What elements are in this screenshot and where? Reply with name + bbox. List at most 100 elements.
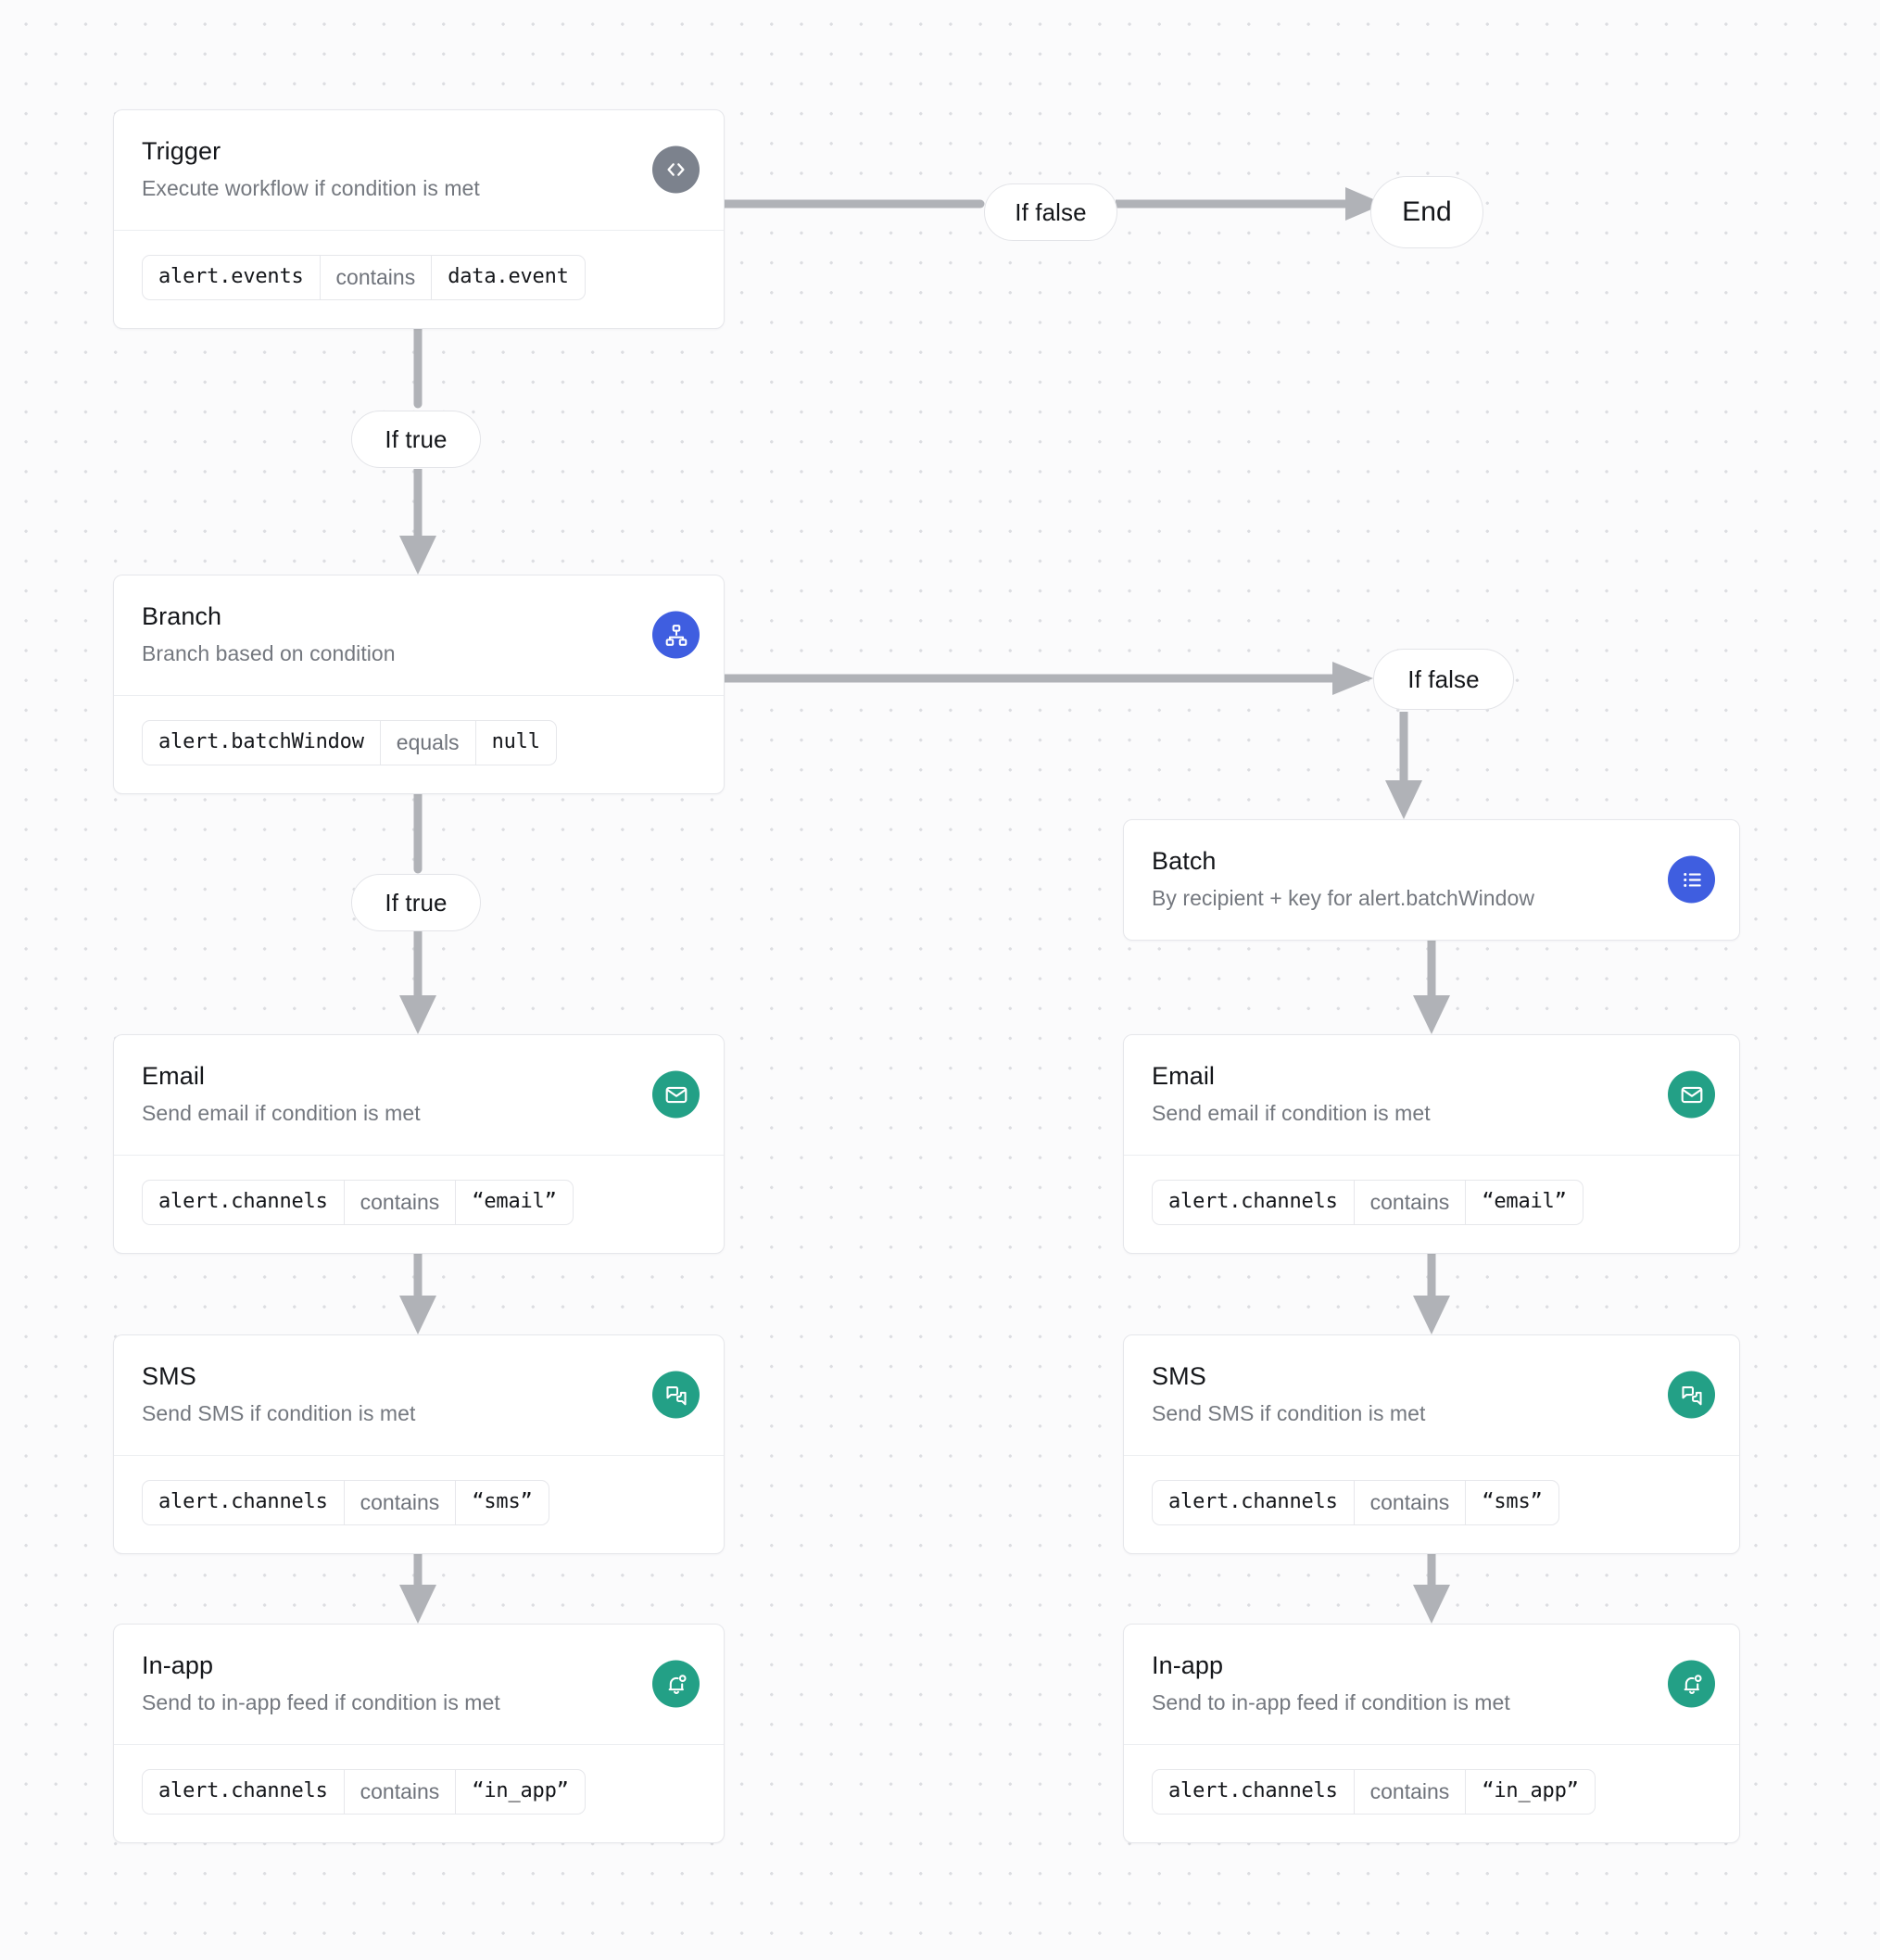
- sms-right-header: SMS Send SMS if condition is met: [1124, 1335, 1739, 1456]
- inapp-left-condition-row: alert.channels contains “in_app”: [114, 1745, 724, 1842]
- inapp-right-subtitle: Send to in-app feed if condition is met: [1152, 1689, 1510, 1714]
- branch-title: Branch: [142, 602, 222, 630]
- condition-operator: contains: [343, 1180, 457, 1224]
- chat-bubbles-icon: [1668, 1371, 1715, 1419]
- email-right-title: Email: [1152, 1062, 1216, 1090]
- edge-trigger-to-if-false: [720, 195, 985, 213]
- condition-operator: contains: [343, 1769, 457, 1814]
- condition-pill[interactable]: alert.batchWindow equals null: [142, 719, 557, 765]
- condition-operator: contains: [343, 1480, 457, 1524]
- condition-value: “in_app”: [472, 1779, 569, 1803]
- batch-subtitle: By recipient + key for alert.batchWindow: [1152, 885, 1534, 910]
- condition-operator: contains: [1353, 1769, 1467, 1814]
- edge-label-branch-if-true[interactable]: If true: [351, 874, 481, 931]
- condition-value: “sms”: [1482, 1490, 1543, 1514]
- batch-title: Batch: [1152, 847, 1217, 875]
- end-label: End: [1402, 196, 1452, 227]
- bell-dot-icon: [1668, 1660, 1715, 1708]
- condition-field: alert.channels: [1168, 1779, 1338, 1803]
- inapp-right-condition-row: alert.channels contains “in_app”: [1124, 1745, 1739, 1842]
- sms-left-subtitle: Send SMS if condition is met: [142, 1400, 416, 1425]
- email-left-title: Email: [142, 1062, 206, 1090]
- node-sms-left[interactable]: SMS Send SMS if condition is met alert.c…: [113, 1334, 725, 1554]
- trigger-title: Trigger: [142, 137, 221, 165]
- edge-if-true-to-branch: [399, 469, 436, 575]
- condition-field: alert.events: [158, 265, 304, 289]
- condition-field: alert.channels: [1168, 1490, 1338, 1514]
- sms-right-condition-row: alert.channels contains “sms”: [1124, 1456, 1739, 1553]
- condition-pill[interactable]: alert.events contains data.event: [142, 254, 586, 300]
- condition-field: alert.channels: [1168, 1190, 1338, 1214]
- inapp-right-title: In-app: [1152, 1651, 1224, 1679]
- edge-if-false-to-batch: [1385, 712, 1422, 819]
- condition-value: “email”: [1482, 1190, 1567, 1214]
- sms-left-condition-row: alert.channels contains “sms”: [114, 1456, 724, 1553]
- edge-label-branch-if-false[interactable]: If false: [1373, 649, 1514, 710]
- edge-if-false-to-end: [1116, 187, 1384, 221]
- list-icon: [1668, 855, 1715, 904]
- envelope-icon: [652, 1070, 700, 1119]
- envelope-icon: [1668, 1070, 1715, 1119]
- condition-field: alert.channels: [158, 1779, 328, 1803]
- condition-pill[interactable]: alert.channels contains “sms”: [1152, 1479, 1559, 1525]
- condition-value: data.event: [448, 265, 569, 289]
- condition-operator: contains: [319, 255, 433, 299]
- branch-subtitle: Branch based on condition: [142, 640, 396, 665]
- email-left-header: Email Send email if condition is met: [114, 1035, 724, 1156]
- trigger-header: Trigger Execute workflow if condition is…: [114, 110, 724, 231]
- condition-operator: equals: [379, 720, 476, 765]
- condition-value: null: [491, 730, 540, 754]
- condition-pill[interactable]: alert.channels contains “email”: [142, 1179, 574, 1225]
- branch-condition-row: alert.batchWindow equals null: [114, 696, 724, 793]
- sms-right-subtitle: Send SMS if condition is met: [1152, 1400, 1426, 1425]
- email-right-header: Email Send email if condition is met: [1124, 1035, 1739, 1156]
- node-end[interactable]: End: [1370, 176, 1483, 248]
- code-icon: [652, 145, 700, 194]
- edge-label-text: If true: [385, 424, 448, 453]
- condition-field: alert.channels: [158, 1490, 328, 1514]
- edge-label-trigger-if-true[interactable]: If true: [351, 411, 481, 468]
- node-inapp-right[interactable]: In-app Send to in-app feed if condition …: [1123, 1624, 1740, 1843]
- inapp-left-header: In-app Send to in-app feed if condition …: [114, 1625, 724, 1745]
- email-right-condition-row: alert.channels contains “email”: [1124, 1156, 1739, 1253]
- edge-label-text: If false: [1407, 664, 1480, 693]
- edge-label-trigger-if-false[interactable]: If false: [984, 183, 1117, 241]
- condition-field: alert.batchWindow: [158, 730, 364, 754]
- condition-pill[interactable]: alert.channels contains “in_app”: [1152, 1768, 1596, 1815]
- node-batch[interactable]: Batch By recipient + key for alert.batch…: [1123, 819, 1740, 941]
- bell-dot-icon: [652, 1660, 700, 1708]
- node-sms-right[interactable]: SMS Send SMS if condition is met alert.c…: [1123, 1334, 1740, 1554]
- edge-batch-to-email: [1413, 927, 1450, 1034]
- email-left-subtitle: Send email if condition is met: [142, 1100, 421, 1125]
- trigger-condition-row: alert.events contains data.event: [114, 231, 724, 328]
- chat-bubbles-icon: [652, 1371, 700, 1419]
- condition-pill[interactable]: alert.channels contains “in_app”: [142, 1768, 586, 1815]
- condition-value: “sms”: [472, 1490, 533, 1514]
- inapp-left-title: In-app: [142, 1651, 214, 1679]
- node-branch[interactable]: Branch Branch based on condition alert.b…: [113, 575, 725, 794]
- node-trigger[interactable]: Trigger Execute workflow if condition is…: [113, 109, 725, 329]
- branch-header: Branch Branch based on condition: [114, 575, 724, 696]
- sms-left-title: SMS: [142, 1362, 196, 1390]
- condition-pill[interactable]: alert.channels contains “sms”: [142, 1479, 549, 1525]
- sms-right-title: SMS: [1152, 1362, 1206, 1390]
- edge-label-text: If true: [385, 888, 448, 917]
- email-left-condition-row: alert.channels contains “email”: [114, 1156, 724, 1253]
- condition-operator: contains: [1353, 1480, 1467, 1524]
- condition-value: “in_app”: [1482, 1779, 1579, 1803]
- edge-label-text: If false: [1015, 197, 1087, 226]
- node-email-left[interactable]: Email Send email if condition is met ale…: [113, 1034, 725, 1254]
- node-email-right[interactable]: Email Send email if condition is met ale…: [1123, 1034, 1740, 1254]
- node-inapp-left[interactable]: In-app Send to in-app feed if condition …: [113, 1624, 725, 1843]
- condition-pill[interactable]: alert.channels contains “email”: [1152, 1179, 1583, 1225]
- edge-if-true-to-email: [399, 927, 436, 1034]
- condition-operator: contains: [1353, 1180, 1467, 1224]
- condition-field: alert.channels: [158, 1190, 328, 1214]
- hierarchy-icon: [652, 611, 700, 659]
- batch-header: Batch By recipient + key for alert.batch…: [1124, 820, 1739, 940]
- sms-left-header: SMS Send SMS if condition is met: [114, 1335, 724, 1456]
- condition-value: “email”: [472, 1190, 557, 1214]
- edge-branch-to-if-false: [720, 662, 1373, 695]
- email-right-subtitle: Send email if condition is met: [1152, 1100, 1431, 1125]
